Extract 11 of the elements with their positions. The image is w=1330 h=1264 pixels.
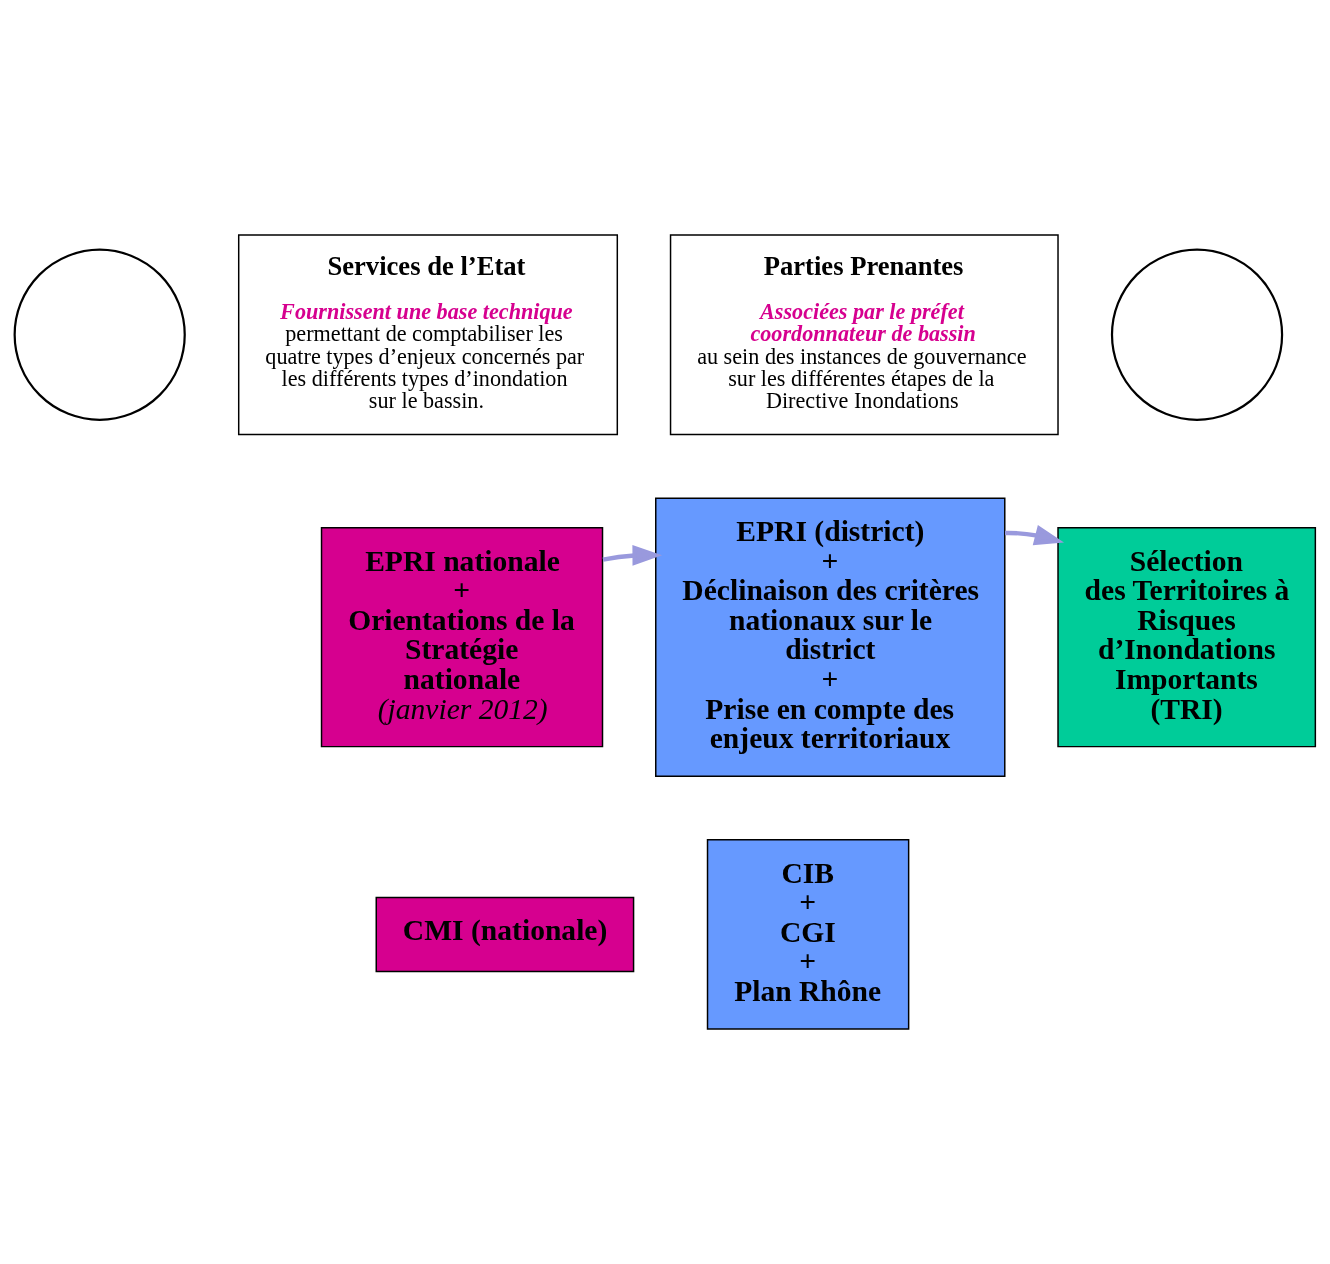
- node-box: EPRI nationale + Orientations de la Stratégie nationale (janvier 2012): [320, 527, 604, 748]
- node-circle: [13, 248, 186, 421]
- node-box: EPRI (district) + Déclinaison des critères nationaux sur le district + Prise en compte des enjeux territoriaux: [655, 497, 1006, 777]
- node-box: CMI (nationale): [375, 896, 635, 973]
- node-box: CIB + CGI + Plan Rhône: [706, 839, 910, 1030]
- node-circle: [1110, 248, 1284, 421]
- node-box: Sélection des Territoires à Risques d’Inondations Importants (TRI): [1057, 527, 1317, 748]
- arrow: [602, 545, 663, 566]
- node-box: Parties Prenantes Associées par le préfet coordonnateur de bassin au sein des instances de gouvernance sur les différentes étapes de la Directive Inondations: [669, 234, 1059, 436]
- arrow: [1004, 525, 1065, 546]
- node-box: Services de l’Etat Fournissent une base technique permettant de comptabiliser les quatre types d’enjeux concernés par les différents types d’inondation sur le bassin.: [237, 234, 619, 436]
